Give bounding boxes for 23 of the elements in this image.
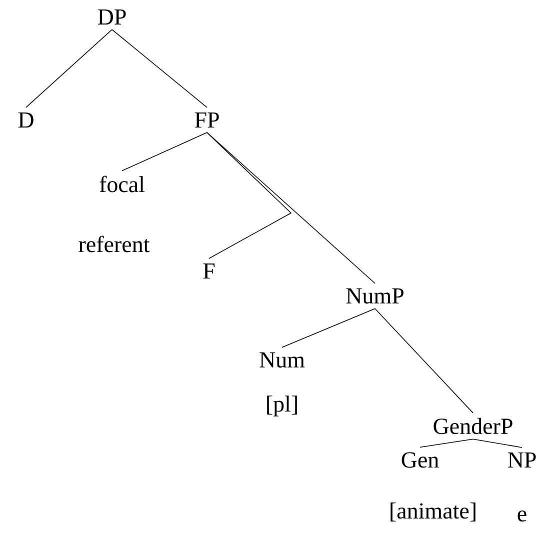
feature-label: [pl]: [267, 396, 297, 416]
node-label: FP: [194, 112, 219, 128]
branch-line: [26, 29, 112, 108]
branch-line: [206, 132, 376, 284]
branch-line: [122, 132, 208, 172]
feature-label: [animate]: [390, 502, 476, 522]
branch-line: [206, 132, 292, 259]
branch-line: [374, 308, 474, 414]
branch-line: [472, 438, 522, 448]
node-label: Gen: [402, 452, 439, 468]
node-label: DP: [98, 9, 126, 25]
feature-label: e: [518, 510, 526, 522]
feature-label: referent: [78, 236, 150, 252]
branch-line: [420, 438, 474, 448]
branch-line: [282, 308, 376, 348]
node-label: Num: [260, 352, 305, 368]
node-label: focal: [100, 176, 145, 192]
node-label: D: [18, 112, 34, 128]
branch-line: [112, 29, 208, 108]
node-label: F: [203, 263, 215, 279]
node-label: NP: [508, 452, 536, 468]
node-label: GenderP: [434, 418, 512, 434]
node-label: NumP: [346, 288, 404, 304]
